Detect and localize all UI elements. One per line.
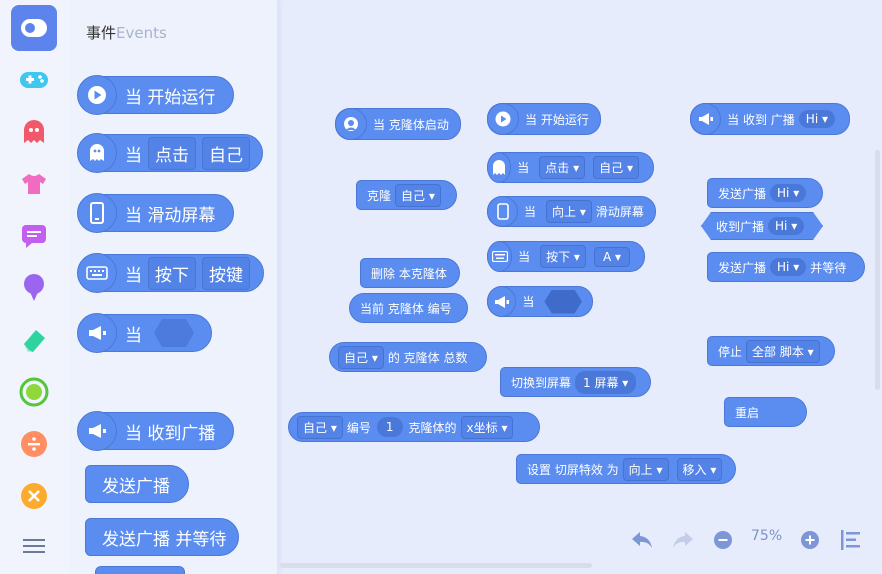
transition-direction-dropdown[interactable]: 向上 ▾ <box>622 457 669 481</box>
block-when-key[interactable]: 当 按下 ▾ A ▾ <box>487 241 645 272</box>
palette-block-send-broadcast-wait[interactable]: 发送广播 并等待 <box>85 518 239 556</box>
phone-icon <box>487 196 518 227</box>
megaphone-icon <box>690 103 722 135</box>
sensing-eraser-icon[interactable] <box>11 317 57 363</box>
block-clone[interactable]: 克隆 自己 ▾ <box>356 180 457 210</box>
click-target-dropdown[interactable]: 自己 ▾ <box>593 156 639 179</box>
keyboard-icon <box>487 241 513 272</box>
block-when-clicked[interactable]: 当 点击 ▾ 自己 ▾ <box>487 152 654 183</box>
click-action-dropdown[interactable]: 点击 ▾ <box>539 156 586 179</box>
sound-chat-icon[interactable] <box>11 213 57 259</box>
ghost-icon <box>487 152 512 183</box>
block-set-transition[interactable]: 设置 切屏特效 为 向上 ▾ 移入 ▾ <box>516 454 736 484</box>
horizontal-scrollbar[interactable] <box>280 563 592 568</box>
variables-circle-icon[interactable] <box>11 369 57 415</box>
megaphone-icon <box>77 411 117 451</box>
keyboard-icon <box>77 253 117 293</box>
block-when-receive[interactable]: 当 收到 广播 Hi ▾ <box>690 103 850 135</box>
block-received-broadcast[interactable]: 收到广播 Hi ▾ <box>701 212 823 240</box>
palette-target-slot[interactable]: 自己 <box>202 136 250 170</box>
block-send-broadcast-wait[interactable]: 发送广播 Hi ▾ 并等待 <box>707 252 865 282</box>
screen-dropdown[interactable]: 1 屏幕 ▾ <box>575 370 637 394</box>
clone-total-target-dropdown[interactable]: 自己 ▾ <box>338 345 384 369</box>
palette-block-when-key[interactable]: 当 按下 按键 <box>77 253 264 293</box>
hex-slot[interactable] <box>544 289 582 314</box>
receive-message-dropdown[interactable]: Hi ▾ <box>798 110 835 128</box>
block-clone-property[interactable]: 自己 ▾ 编号 1 克隆体的 x坐标 ▾ <box>288 412 540 442</box>
megaphone-icon <box>77 313 117 353</box>
key-action-dropdown[interactable]: 按下 ▾ <box>540 245 586 268</box>
block-clone-start[interactable]: 当 克隆体启动 <box>335 108 461 140</box>
palette-block-send-broadcast[interactable]: 发送广播 <box>85 465 189 503</box>
menu-icon[interactable] <box>11 523 57 569</box>
recv-message-dropdown[interactable]: Hi ▾ <box>768 217 804 235</box>
block-stop[interactable]: 停止 全部 脚本 ▾ <box>707 336 835 366</box>
appearance-shirt-icon[interactable] <box>11 161 57 207</box>
functions-x-icon[interactable] <box>11 473 57 519</box>
block-restart[interactable]: 重启 <box>724 397 807 427</box>
palette-block-when-clicked[interactable]: 当 点击 自己 <box>77 133 263 173</box>
align-blocks-icon[interactable] <box>840 529 862 555</box>
category-rail <box>0 0 70 574</box>
clone-icon <box>335 108 367 140</box>
palette-block-partial[interactable] <box>95 566 185 574</box>
transition-effect-dropdown[interactable]: 移入 ▾ <box>676 457 723 481</box>
block-switch-screen[interactable]: 切换到屏幕 1 屏幕 ▾ <box>500 367 651 397</box>
block-clone-total[interactable]: 自己 ▾ 的 克隆体 总数 <box>329 342 487 372</box>
operators-divide-icon[interactable] <box>11 421 57 467</box>
block-when-start[interactable]: 当 开始运行 <box>487 103 601 135</box>
send-wait-message-dropdown[interactable]: Hi ▾ <box>770 258 807 276</box>
send-message-dropdown[interactable]: Hi ▾ <box>770 184 807 202</box>
palette-click-slot[interactable]: 点击 <box>148 136 196 170</box>
block-clone-id[interactable]: 当前 克隆体 编号 <box>349 293 468 323</box>
redo-icon[interactable] <box>671 530 695 554</box>
vertical-scrollbar[interactable] <box>875 150 880 390</box>
pen-brush-icon[interactable] <box>11 265 57 311</box>
clone-prop-target-dropdown[interactable]: 自己 ▾ <box>297 415 343 439</box>
phone-icon <box>77 193 117 233</box>
zoom-out-icon[interactable] <box>714 531 732 553</box>
block-delete-clone[interactable]: 删除 本克隆体 <box>360 258 460 288</box>
block-when-broadcast-hex[interactable]: 当 <box>487 286 593 317</box>
play-icon <box>487 103 519 135</box>
swipe-direction-dropdown[interactable]: 向上 ▾ <box>546 200 592 223</box>
palette-block-when-swipe[interactable]: 当 滑动屏幕 <box>77 193 234 233</box>
ghost-icon <box>77 133 117 173</box>
palette-title: 事件Events <box>86 24 167 42</box>
key-dropdown[interactable]: A ▾ <box>593 246 630 267</box>
palette-block-when-start[interactable]: 当 开始运行 <box>77 75 234 115</box>
actions-ghost-icon[interactable] <box>11 109 57 155</box>
palette-hex-slot[interactable] <box>154 319 194 347</box>
clone-number-input[interactable]: 1 <box>376 417 403 437</box>
palette-block-when-broadcast-hex[interactable]: 当 <box>77 313 212 353</box>
block-send-broadcast[interactable]: 发送广播 Hi ▾ <box>707 178 823 208</box>
palette-press-slot[interactable]: 按下 <box>148 256 196 290</box>
megaphone-icon <box>487 286 517 317</box>
stop-option-dropdown[interactable]: 全部 脚本 ▾ <box>746 339 820 363</box>
undo-icon[interactable] <box>630 530 654 554</box>
clone-target-dropdown[interactable]: 自己 ▾ <box>395 183 441 207</box>
zoom-in-icon[interactable] <box>801 531 819 553</box>
play-icon <box>77 75 117 115</box>
control-gamepad-icon[interactable] <box>11 57 57 103</box>
clone-prop-dropdown[interactable]: x坐标 ▾ <box>460 415 514 439</box>
zoom-level: 75% <box>751 528 783 544</box>
block-palette: 事件Events 当 开始运行 当 点击 自己 当 滑动屏幕 当 按下 按键 当… <box>70 0 278 574</box>
palette-block-when-receive[interactable]: 当 收到广播 <box>77 411 234 451</box>
block-when-swipe[interactable]: 当 向上 ▾ 滑动屏幕 <box>487 196 656 227</box>
events-category-icon[interactable] <box>11 5 57 51</box>
palette-key-slot[interactable]: 按键 <box>202 256 250 290</box>
